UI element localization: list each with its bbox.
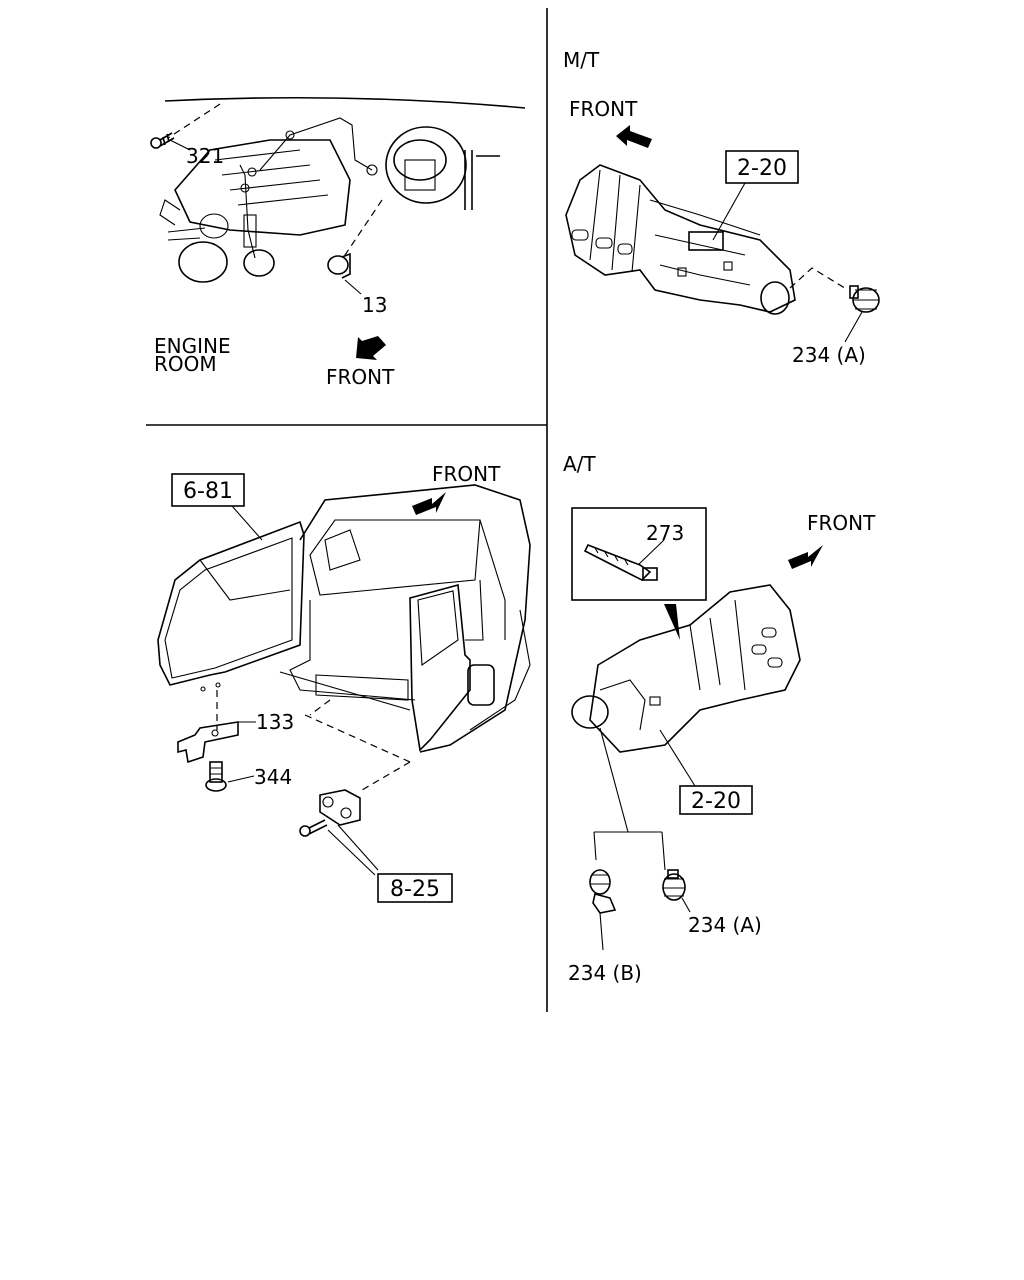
bracket-133-icon — [177, 721, 239, 764]
clip-13-icon — [327, 252, 351, 279]
bolt-344-icon — [205, 761, 227, 792]
at-inset-callout-273: 273 — [646, 521, 684, 545]
engine-room-panel: 13 321 FRONT ENGINE ROOM — [150, 96, 526, 389]
clip-ref-box — [377, 873, 453, 903]
callout-344: 344 — [254, 765, 292, 789]
automatic-transmission-panel: A/T FRONT 273 2-20 — [563, 452, 876, 985]
engine-room-label-line2: ROOM — [154, 352, 217, 376]
screw-321-icon — [150, 132, 175, 149]
cable-tie-273-icon — [583, 543, 658, 581]
callout-133: 133 — [256, 710, 294, 734]
engine-room-front-label: FRONT — [326, 365, 395, 389]
at-transmission-illustration — [571, 584, 801, 753]
door-ref-box-text: 6-81 — [183, 479, 233, 504]
clip-ref-box-text: 8-25 — [390, 877, 440, 902]
callout-321: 321 — [186, 144, 224, 168]
at-switch-234a-icon — [662, 869, 686, 901]
mt-transmission-illustration — [565, 164, 796, 315]
booster-illustration — [385, 126, 500, 210]
at-callout-234b: 234 (B) — [568, 961, 642, 985]
vehicle-rear-illustration — [157, 484, 531, 753]
mt-ref-box — [725, 150, 799, 184]
at-ref-box — [679, 785, 753, 815]
hood-edge — [164, 96, 526, 109]
at-front-label: FRONT — [807, 511, 876, 535]
at-ref-box-text: 2-20 — [691, 789, 741, 814]
engine-illustration — [159, 117, 378, 283]
engine-room-label-line1: ENGINE — [154, 334, 231, 358]
at-callout-234a: 234 (A) — [688, 913, 762, 937]
mt-heading: M/T — [563, 48, 600, 72]
rear-body-panel: 6-81 FRONT — [157, 462, 531, 903]
at-heading: A/T — [563, 452, 596, 476]
at-front-arrow-icon — [788, 545, 823, 569]
at-inset-box — [571, 507, 707, 601]
clip-825-icon — [319, 789, 361, 826]
rear-front-arrow-icon — [412, 492, 446, 515]
front-arrow-icon — [356, 336, 386, 360]
mt-ref-box-text: 2-20 — [737, 156, 787, 181]
mt-switch-234a-icon — [849, 285, 880, 313]
rear-front-label: FRONT — [432, 462, 501, 486]
callout-13: 13 — [362, 293, 387, 317]
door-ref-box — [171, 473, 245, 507]
mt-front-label: FRONT — [569, 97, 638, 121]
manual-transmission-panel: M/T FRONT 2-20 234 (A) — [563, 48, 880, 367]
mt-front-arrow-icon — [616, 125, 652, 148]
at-switch-234b-icon — [589, 869, 617, 914]
mt-callout-234a: 234 (A) — [792, 343, 866, 367]
screw-825-icon — [299, 819, 328, 837]
